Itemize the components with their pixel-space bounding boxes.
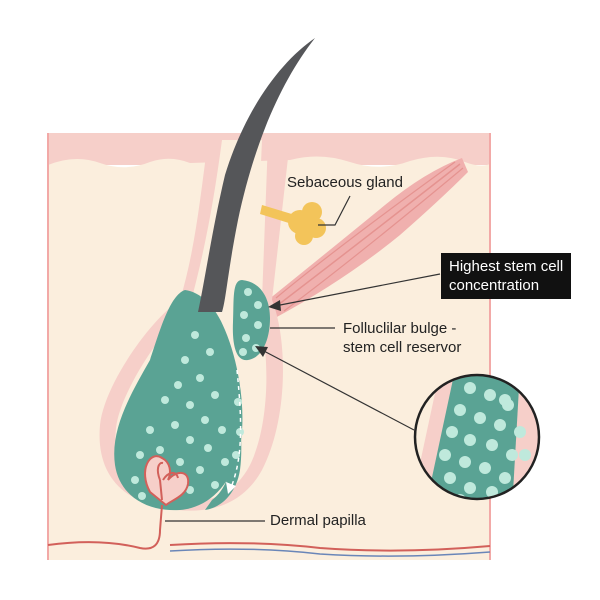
cell-dot [254,321,262,329]
cell-dot [136,451,144,459]
cell-dot [181,356,189,364]
zoom-cell-dot [464,482,476,494]
zoom-cell-dot [454,404,466,416]
zoom-cell-dot [464,434,476,446]
zoom-cell-dot [494,419,506,431]
dermal-papilla-label: Dermal papilla [270,512,366,530]
zoom-cell-dot [486,439,498,451]
cell-dot [218,426,226,434]
zoom-cell-dot [506,449,518,461]
cell-dot [191,331,199,339]
cell-dot [176,458,184,466]
cell-dot [186,436,194,444]
cell-dot [196,466,204,474]
cell-dot [201,416,209,424]
cell-dot [186,401,194,409]
callout-line-1: Highest stem cell [449,257,563,276]
follicular-bulge-label-line-2: stem cell reservor [343,339,461,357]
zoom-cell-dot [479,462,491,474]
cell-dot [244,288,252,296]
zoom-cell-dot [499,472,511,484]
highest-stem-cell-callout: Highest stem cell concentration [441,253,571,299]
cell-dot [242,334,250,342]
cell-dot [211,481,219,489]
cell-dot [171,421,179,429]
follicular-bulge-label-line-1: Folluclilar bulge - [343,320,456,338]
cell-dot [239,348,247,356]
cell-dot [146,426,154,434]
zoom-cell-dot [499,394,511,406]
zoom-cell-dot [446,426,458,438]
callout-line-2: concentration [449,276,563,295]
cell-dot [131,476,139,484]
cell-dot [161,396,169,404]
cell-dot [206,348,214,356]
zoom-cell-dot [459,456,471,468]
zoom-cell-dot [484,389,496,401]
cell-dot [254,301,262,309]
cell-dot [221,458,229,466]
zoom-cell-dot [519,449,531,461]
cell-dot [174,381,182,389]
zoom-cell-dot [444,472,456,484]
cell-dot [211,391,219,399]
cell-dot [138,492,146,500]
cell-dot [240,311,248,319]
zoom-cell-dot [439,449,451,461]
cell-dot [234,398,242,406]
zoom-cell-dot [464,382,476,394]
sebaceous-gland-label: Sebaceous gland [287,174,403,192]
cell-dot [196,374,204,382]
cell-dot [204,444,212,452]
zoom-cell-dot [514,426,526,438]
zoom-cell-dot [474,412,486,424]
cell-dot [156,446,164,454]
